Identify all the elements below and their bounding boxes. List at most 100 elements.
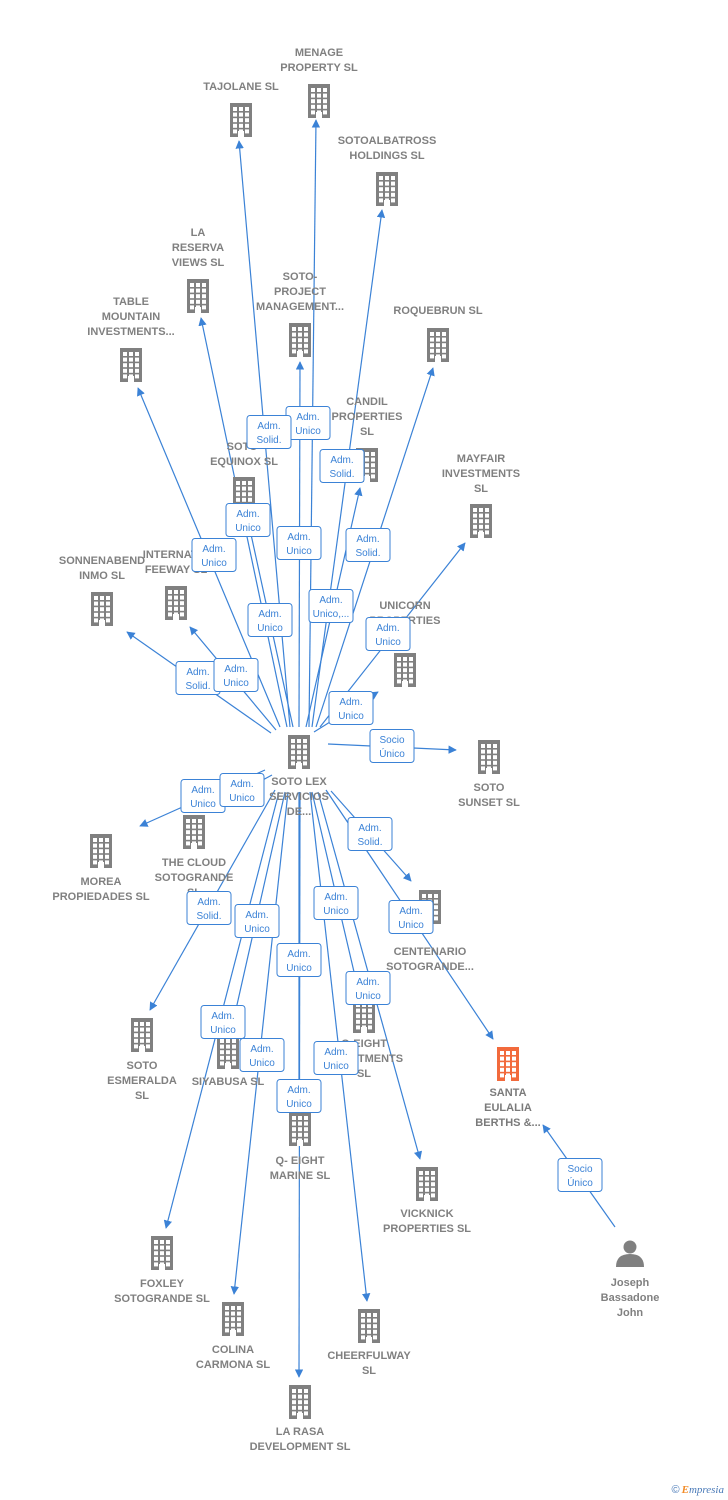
- relation-label-candil[interactable]: Adm.Unico,...: [308, 589, 354, 623]
- relation-box[interactable]: [347, 817, 393, 851]
- relation-label-santaeulalia[interactable]: Adm.Unico: [388, 900, 434, 934]
- node-thecloud[interactable]: THE CLOUDSOTOGRANDESL: [155, 815, 234, 899]
- relation-box[interactable]: [191, 538, 237, 572]
- relation-box[interactable]: [345, 971, 391, 1005]
- building-icon: [90, 834, 112, 868]
- relation-box[interactable]: [239, 1038, 285, 1072]
- relation-box[interactable]: [388, 900, 434, 934]
- relation-label-siyabusa[interactable]: Adm.Unico: [234, 904, 280, 938]
- building-icon: [289, 1112, 311, 1146]
- relation-box[interactable]: [246, 415, 292, 449]
- relation-label-larasa[interactable]: Adm.Unico: [276, 1079, 322, 1113]
- relation-label-morea[interactable]: Adm. Unico: [180, 779, 226, 813]
- relation-label-sotoequinox[interactable]: Adm.Unico: [247, 603, 293, 637]
- node-sotoproject[interactable]: SOTO-PROJECTMANAGEMENT...: [256, 271, 344, 357]
- relation-text: Solid.: [196, 911, 221, 922]
- relation-box[interactable]: [369, 729, 415, 763]
- relation-text: Unico: [190, 799, 216, 810]
- node-label: PROPERTIES: [332, 411, 403, 423]
- person-icon: [616, 1240, 644, 1267]
- relation-label-mayfair[interactable]: Adm.Unico: [365, 617, 411, 651]
- relation-box[interactable]: [328, 691, 374, 725]
- relation-label-unicorn[interactable]: Adm.Unico: [328, 691, 374, 725]
- relation-label-tajolane[interactable]: Adm.Solid.: [246, 415, 292, 449]
- relation-label-sonnenabend[interactable]: Adm.Solid.: [175, 661, 221, 695]
- relation-label-foxley[interactable]: Adm.Unico: [200, 1005, 246, 1039]
- relation-label-qeightmarine[interactable]: Adm.Unico: [276, 943, 322, 977]
- relation-box[interactable]: [234, 904, 280, 938]
- relation-label-centenario[interactable]: Adm.Solid.: [347, 817, 393, 851]
- relation-box[interactable]: [365, 617, 411, 651]
- node-label: TAJOLANE SL: [203, 81, 279, 93]
- node-label: SOTO LEX: [271, 776, 327, 788]
- relation-box[interactable]: [276, 526, 322, 560]
- relation-label-sotoesmeralda[interactable]: Adm.Solid.: [186, 891, 232, 925]
- node-label: Bassadone: [601, 1292, 660, 1304]
- relation-box[interactable]: [225, 503, 271, 537]
- relation-box[interactable]: [276, 943, 322, 977]
- relation-box[interactable]: [200, 1005, 246, 1039]
- relation-label-roquebrun[interactable]: Adm.Solid.: [345, 528, 391, 562]
- relation-label-cheerfulway[interactable]: Adm.Unico: [313, 1041, 359, 1075]
- relation-box[interactable]: [345, 528, 391, 562]
- relation-label-thecloud[interactable]: Adm.Unico: [219, 773, 265, 807]
- relation-box[interactable]: [313, 886, 359, 920]
- node-centenario[interactable]: CENTENARIOSOTOGRANDE...: [386, 890, 474, 973]
- building-icon: [427, 328, 449, 362]
- node-label: SL: [360, 426, 374, 438]
- relation-label-colina[interactable]: Adm.Unico: [239, 1038, 285, 1072]
- node-roquebrun[interactable]: ROQUEBRUN SL: [393, 305, 483, 362]
- relation-text: Adm.: [257, 421, 280, 432]
- node-tajolane[interactable]: TAJOLANE SL: [203, 81, 279, 137]
- relation-label-vicknick[interactable]: Adm.Unico: [345, 971, 391, 1005]
- relation-label-international[interactable]: Adm.Unico: [213, 658, 259, 692]
- empresia-credit[interactable]: ©Empresia: [672, 1484, 725, 1496]
- node-label: MARINE SL: [270, 1170, 331, 1182]
- relation-text: Adm.: [191, 785, 214, 796]
- relation-label-tablemountain[interactable]: Adm.Unico: [191, 538, 237, 572]
- relation-label-sotoproject[interactable]: Adm.Unico: [276, 526, 322, 560]
- relation-box[interactable]: [557, 1158, 603, 1192]
- building-icon: [353, 999, 375, 1033]
- relation-text: Unico: [249, 1058, 275, 1069]
- relation-box[interactable]: [276, 1079, 322, 1113]
- relation-label-lareserva[interactable]: Adm.Unico: [225, 503, 271, 537]
- node-tablemountain[interactable]: TABLEMOUNTAININVESTMENTS...: [87, 296, 175, 382]
- relation-box[interactable]: [186, 891, 232, 925]
- relation-label-qeightinv[interactable]: Adm.Unico: [313, 886, 359, 920]
- relation-label-menage[interactable]: Adm.Unico: [285, 406, 331, 440]
- relation-text: Adm.: [356, 534, 379, 545]
- relation-box[interactable]: [313, 1041, 359, 1075]
- relation-label-sotoalbatross[interactable]: Adm.Solid.: [319, 449, 365, 483]
- node-center[interactable]: SOTO LEXSERVICIOSDE...: [269, 735, 329, 818]
- relation-box[interactable]: [219, 773, 265, 807]
- relation-box[interactable]: [319, 449, 365, 483]
- relation-text: Adm.: [296, 412, 319, 423]
- relation-text: Unico: [338, 711, 364, 722]
- relation-box[interactable]: [308, 589, 354, 623]
- relation-box[interactable]: [247, 603, 293, 637]
- relation-text: Adm.: [399, 906, 422, 917]
- node-siyabusa[interactable]: SIYABUSA SL: [192, 1035, 265, 1088]
- relation-box[interactable]: [213, 658, 259, 692]
- node-sotoequinox[interactable]: SOTO-EQUINOX SL: [210, 441, 278, 511]
